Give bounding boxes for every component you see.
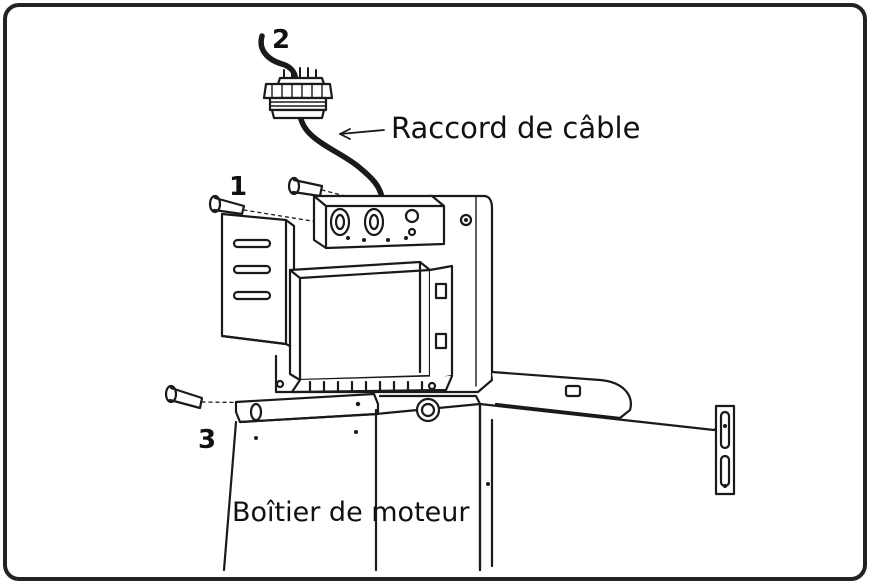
callout-3: 3 <box>198 425 217 455</box>
motor-housing-label: Boîtier de moteur <box>232 497 470 528</box>
cable-fitting-leader <box>339 128 385 140</box>
cable-fitting-label: Raccord de câble <box>391 111 641 145</box>
side-bracket <box>220 212 296 350</box>
motor-housing-shape <box>222 394 726 572</box>
side-latch <box>714 404 736 496</box>
cable-gland <box>262 67 334 120</box>
gear-housing <box>275 260 454 394</box>
callout-2: 2 <box>272 25 291 55</box>
junction-box <box>312 194 446 250</box>
screw-1-lower <box>208 194 319 223</box>
callout-1: 1 <box>229 172 248 202</box>
top-plate <box>490 370 632 420</box>
